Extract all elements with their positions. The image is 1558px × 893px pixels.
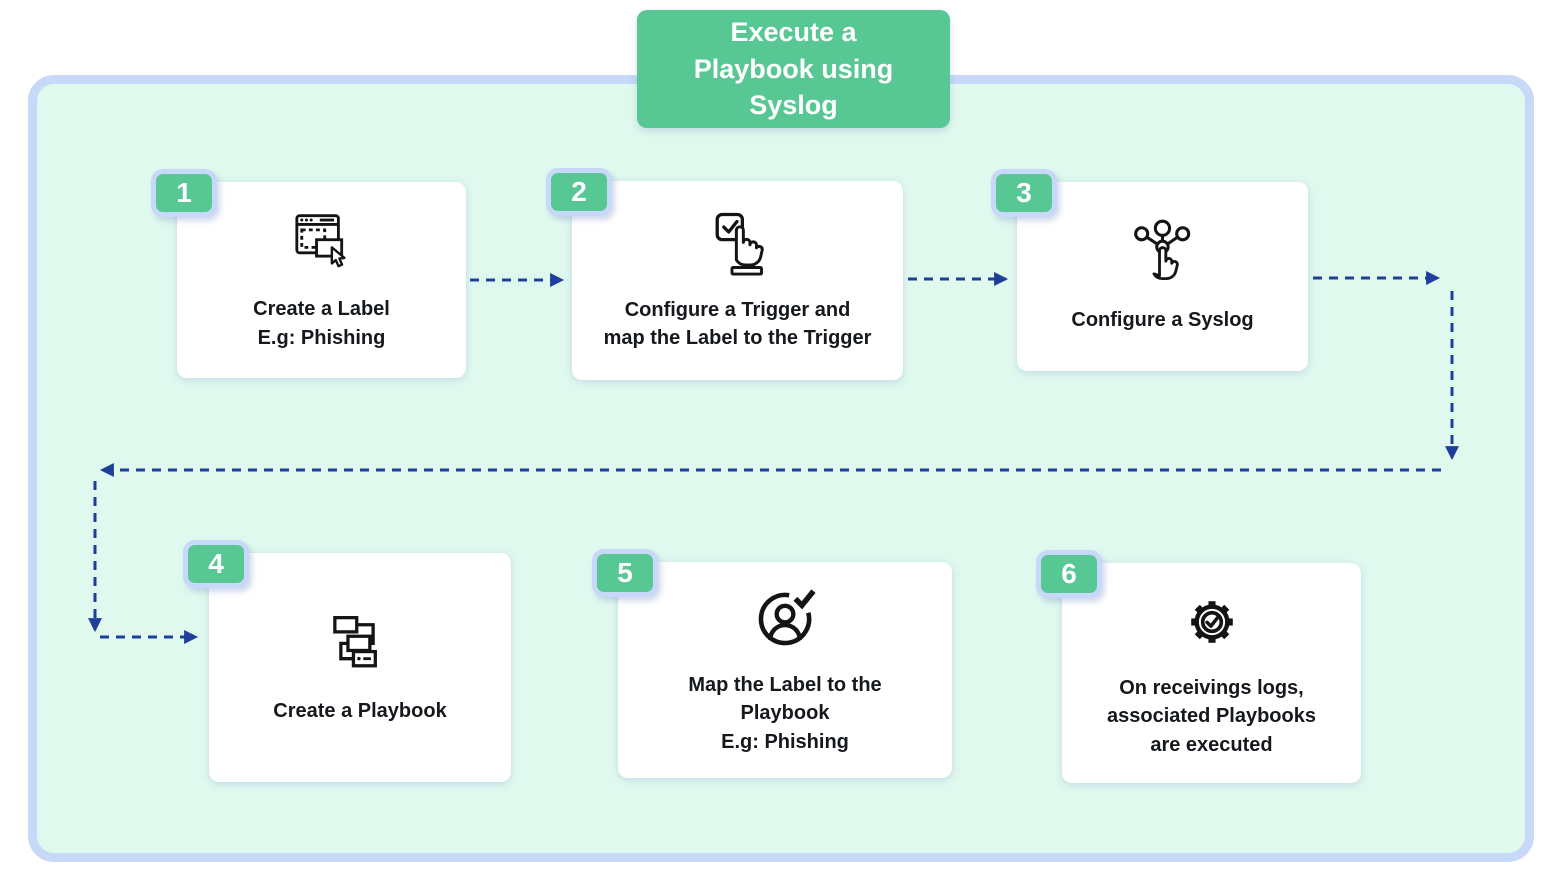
step-label-1: Create a Label E.g: Phishing [253, 298, 390, 349]
step-label-4: Create a Playbook [273, 699, 447, 722]
step-card-3: 3 Configure a Syslog [991, 169, 1308, 371]
step-card-4: 4 Create a Playbook [183, 540, 511, 782]
step-card-6: 6 On receivings logs, associated Playbo [1036, 550, 1361, 783]
label-cursor-icon [285, 208, 359, 278]
step-label-2: Configure a Trigger and map the Label to… [603, 298, 872, 349]
step-number-badge-3: 3 [991, 169, 1057, 217]
step-number-badge-5: 5 [592, 549, 658, 597]
step-label-6: On receivings logs, associated Playbooks… [1107, 676, 1316, 756]
flowchart-icon [323, 610, 397, 680]
step-label-3: Configure a Syslog [1071, 308, 1254, 331]
step-number-badge-6: 6 [1036, 550, 1102, 598]
network-tap-icon [1126, 219, 1200, 289]
user-check-icon [748, 584, 822, 654]
step-label-5: Map the Label to the Playbook E.g: Phish… [688, 673, 882, 753]
step-card-5: 5 Map the Label to the Playbook E.g: Phi… [592, 549, 952, 778]
diagram-title: Execute a Playbook using Syslog [693, 17, 894, 121]
gear-check-icon [1175, 587, 1249, 657]
step-number-badge-1: 1 [151, 169, 217, 217]
step-card-2: 2 Configure a Trigger and map the Label … [546, 168, 903, 380]
diagram-title-badge: Execute a Playbook using Syslog [637, 10, 950, 128]
step-number-badge-4: 4 [183, 540, 249, 588]
checkbox-tap-icon [701, 209, 775, 279]
step-number-badge-2: 2 [546, 168, 612, 216]
step-card-1: 1 Create a Label E.g: Phishing [151, 169, 466, 378]
